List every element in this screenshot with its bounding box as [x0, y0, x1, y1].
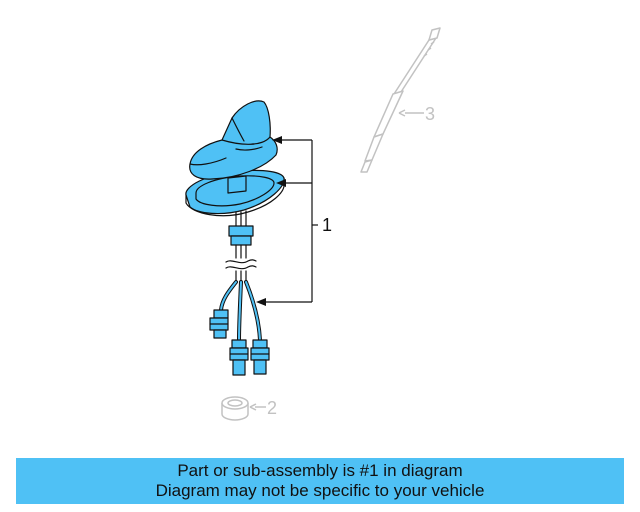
footer-line-1: Part or sub-assembly is #1 in diagram: [177, 461, 463, 480]
connector-right: [250, 339, 270, 375]
callout-1-label: 1: [322, 215, 332, 235]
connector-middle: [229, 339, 249, 376]
grommet-part-2: [221, 396, 266, 421]
shark-fin-antenna-part-1: [185, 100, 285, 376]
callout-2-label: 2: [267, 398, 277, 418]
callout-1-arrowheads: [256, 136, 286, 306]
callout-3-label: 3: [425, 104, 435, 124]
connector-left: [209, 309, 229, 339]
callout-1-leaders: [262, 139, 318, 303]
parts-diagram: 3 2: [185, 27, 441, 421]
footer-line-2: Diagram may not be specific to your vehi…: [155, 481, 485, 500]
footer-banner: Part or sub-assembly is #1 in diagram Di…: [16, 458, 624, 504]
mast-antenna-part-3: [360, 27, 441, 173]
